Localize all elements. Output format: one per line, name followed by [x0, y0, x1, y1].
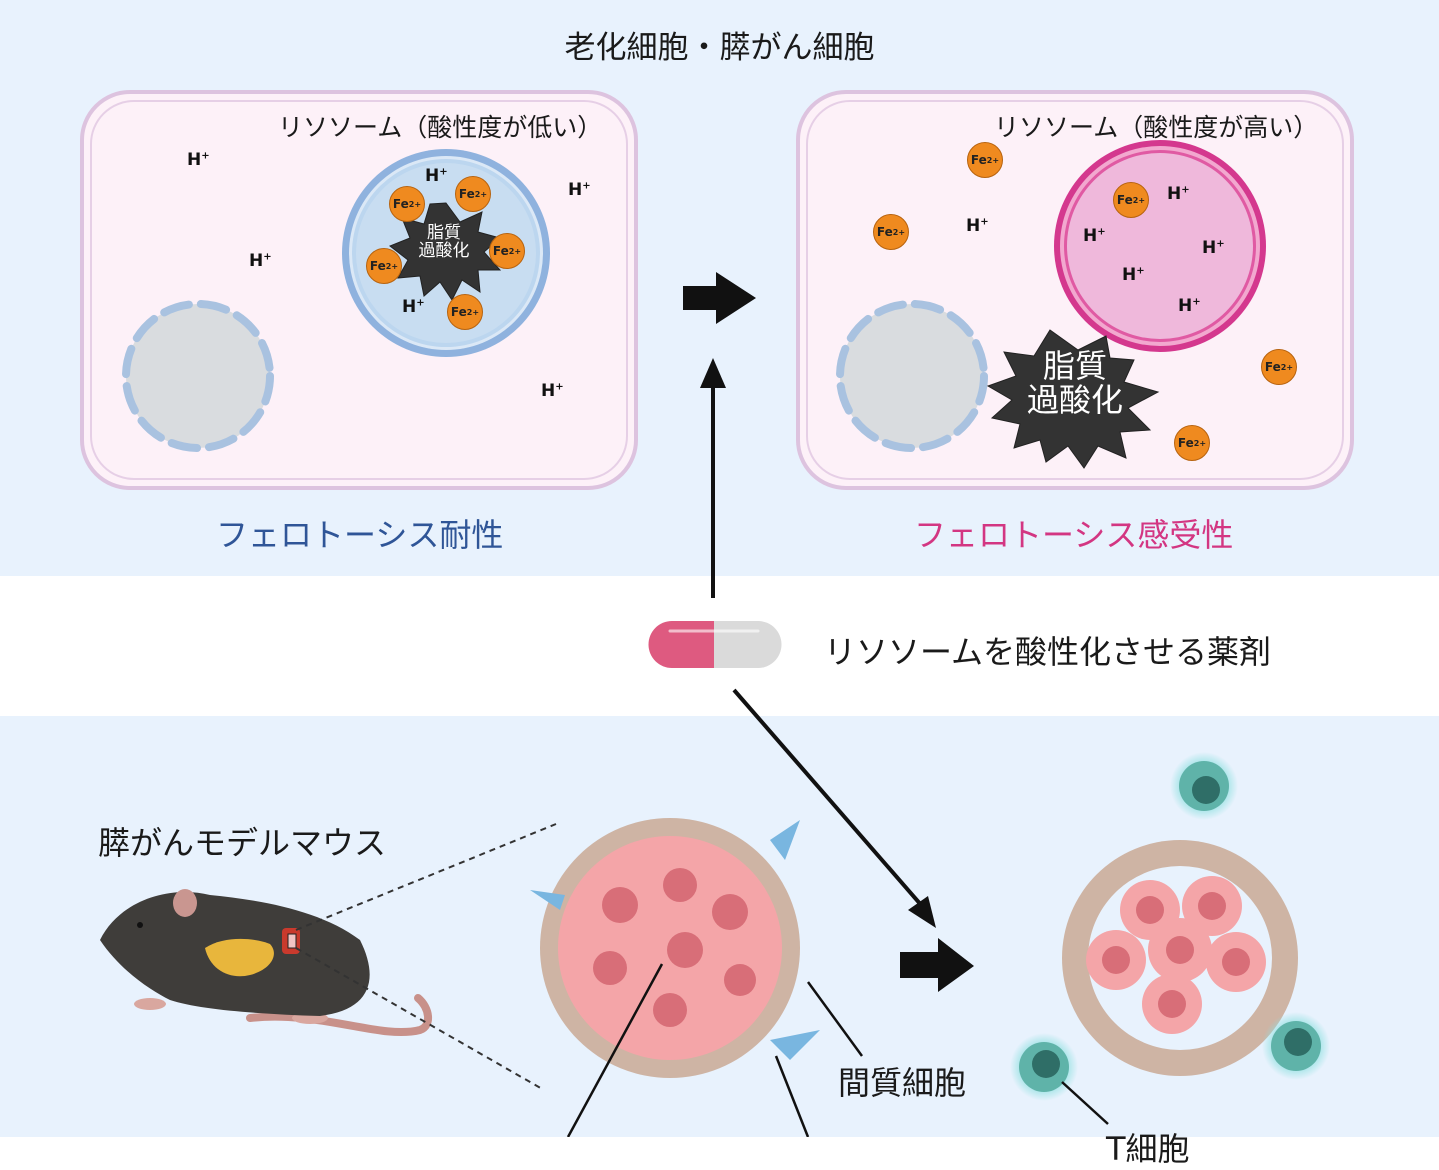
cell-resistant: [80, 90, 638, 490]
drug-label: リソソームを酸性化させる薬剤: [824, 633, 1272, 671]
burst-line-2: 過酸化: [1026, 380, 1123, 419]
proton-ion: H+: [1122, 265, 1145, 285]
proton-ion: H+: [541, 381, 564, 401]
bottom-panel-background: [0, 716, 1439, 1137]
stromal-cell-label: 間質細胞: [838, 1064, 967, 1102]
proton-ion: H+: [249, 251, 272, 271]
proton-ion: H+: [568, 180, 591, 200]
lysosome-low-acidity-label: リソソーム（酸性度が低い）: [278, 113, 603, 142]
ferroptosis-sensitive-label: フェロトーシス感受性: [914, 516, 1234, 554]
ferroptosis-resistant-label: フェロトーシス耐性: [216, 516, 504, 554]
lipid-peroxidation-label-small: 脂質 過酸化: [408, 224, 480, 261]
proton-ion: H+: [1202, 238, 1225, 258]
t-cell-label: T細胞: [1106, 1130, 1190, 1168]
diagram-title: 老化細胞・膵がん細胞: [564, 30, 875, 66]
cell-sensitive: [796, 90, 1354, 490]
proton-ion: H+: [1083, 226, 1106, 246]
lipid-peroxidation-label-large: 脂質 過酸化: [1010, 347, 1140, 419]
lysosome-high-acidity-label: リソソーム（酸性度が高い）: [994, 113, 1319, 142]
proton-ion: H+: [425, 166, 448, 186]
burst-line-2: 過酸化: [418, 240, 470, 261]
proton-ion: H+: [402, 297, 425, 317]
burst-line-1: 脂質: [1042, 347, 1107, 385]
proton-ion: H+: [1178, 296, 1201, 316]
proton-ion: H+: [966, 216, 989, 236]
proton-ion: H+: [187, 150, 210, 170]
mouse-model-label: 膵がんモデルマウス: [98, 824, 387, 862]
proton-ion: H+: [1167, 184, 1190, 204]
